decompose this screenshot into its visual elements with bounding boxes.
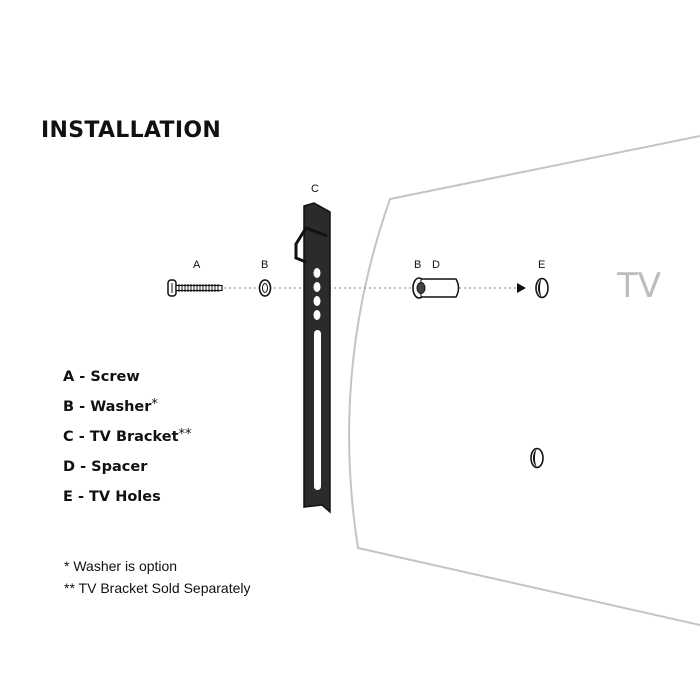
- bracket-hook: [294, 226, 328, 264]
- tv-hole-top: [535, 277, 549, 299]
- tv-label: TV: [616, 266, 661, 306]
- callout-bracket: C: [311, 183, 319, 195]
- footnote-washer: * Washer is option: [64, 558, 178, 574]
- screw-shaft: [175, 284, 223, 292]
- legend-item-screw: A - Screw: [63, 369, 140, 385]
- callout-washer-2: B: [414, 259, 421, 271]
- footnote-bracket: ** TV Bracket Sold Separately: [64, 580, 251, 596]
- legend-item-washer: B - Washer*: [63, 397, 158, 415]
- tv-outline: [348, 135, 700, 626]
- screw-part: [167, 279, 223, 297]
- parts-legend: A - Screw B - Washer* C - TV Bracket** D…: [63, 367, 192, 517]
- callout-tv-hole: E: [538, 259, 545, 271]
- legend-item-tv-holes: E - TV Holes: [63, 489, 161, 505]
- tv-hole-bottom: [530, 447, 544, 469]
- legend-item-tv-bracket: C - TV Bracket**: [63, 427, 192, 445]
- callout-washer: B: [261, 259, 268, 271]
- legend-item-spacer: D - Spacer: [63, 459, 148, 475]
- footnotes: * Washer is option ** TV Bracket Sold Se…: [64, 555, 251, 599]
- callout-spacer: D: [432, 259, 440, 271]
- spacer-part: [416, 278, 460, 298]
- page-title: INSTALLATION: [41, 118, 222, 143]
- callout-screw: A: [193, 259, 201, 271]
- washer-part: [258, 279, 272, 297]
- bracket-slot: [314, 330, 321, 490]
- tv-bracket-part: [294, 202, 331, 514]
- alignment-arrow: [517, 283, 526, 293]
